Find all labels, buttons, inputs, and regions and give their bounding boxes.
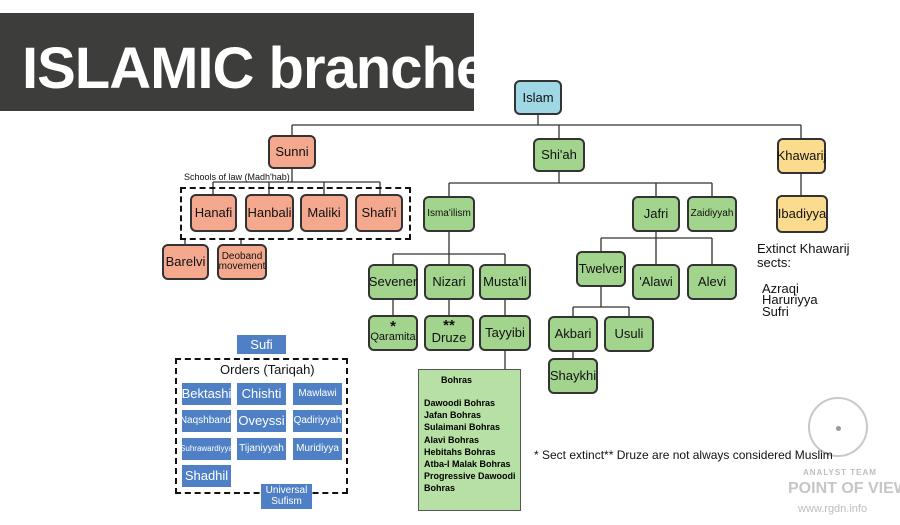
node-islam: Islam	[514, 80, 562, 115]
orders-label: Orders (Tariqah)	[220, 362, 315, 377]
node-alawi: 'Alawi	[632, 264, 680, 300]
watermark-line3: www.rgdn.info	[798, 503, 868, 515]
node-deoband: Deoband movement	[217, 244, 267, 280]
node-shafii: Shafi'i	[355, 194, 403, 232]
extinct-sect-item: Sufri	[762, 304, 789, 319]
bohras-item: Dawoodi Bohras	[424, 398, 496, 408]
sufi-order: Bektashi	[182, 383, 231, 405]
node-druze-label: Druze	[431, 330, 467, 346]
node-mustali: Musta'li	[479, 264, 531, 300]
extinct-khawarij-heading: Extinct Khawarij sects:	[757, 241, 850, 270]
schools-of-law-group	[180, 187, 411, 240]
node-zaidiyyah: Zaidiyyah	[687, 196, 737, 232]
node-alevi: Alevi	[687, 264, 737, 300]
node-sevener: Sevener	[368, 264, 418, 300]
node-nizari: Nizari	[424, 264, 474, 300]
node-akbari: Akbari	[548, 316, 598, 352]
node-tayyibi: Tayyibi	[479, 315, 531, 351]
node-barelvi: Barelvi	[162, 244, 209, 280]
extinct-sect-item: Azraqi	[762, 281, 799, 296]
node-qaramita: * Qaramita	[368, 315, 418, 351]
sufi-order: Qadiriyyah	[293, 410, 342, 432]
node-druze: ** Druze	[424, 315, 474, 351]
sufi-order: Chishti	[237, 383, 286, 405]
bohras-item: Alavi Bohras	[424, 434, 480, 445]
watermark-dot	[836, 426, 841, 431]
bohras-item: Hebitahs Bohras	[424, 446, 496, 457]
node-jafri: Jafri	[632, 196, 680, 232]
extinct-mark: *	[390, 317, 396, 335]
node-sunni: Sunni	[268, 135, 316, 169]
node-twelver: Twelver	[576, 251, 626, 287]
sufi-order: Suhrawardiyya	[180, 438, 233, 460]
sufi-order: Muridiyya	[293, 438, 342, 460]
node-maliki: Maliki	[300, 194, 348, 232]
node-universal-sufism: Universal Sufism	[261, 484, 312, 509]
node-hanbali: Hanbali	[245, 194, 294, 232]
bohras-item: Progressive Dawoodi Bohras	[424, 471, 516, 494]
node-usuli: Usuli	[604, 316, 654, 352]
node-qaramita-label: Qaramita	[370, 331, 416, 344]
bohras-item: Sulaimani Bohras	[424, 422, 501, 433]
watermark-circle	[808, 397, 868, 457]
sufi-order: Oveyssi	[237, 410, 286, 432]
sufi-order: Tijaniyyah	[237, 438, 286, 460]
node-ibadiyya: Ibadiyya	[776, 195, 828, 233]
sufi-order: Naqshbandi	[180, 410, 233, 432]
node-shaykhi: Shaykhi	[548, 358, 598, 394]
bohras-list: Bohras Dawoodi Bohras Jafan Bohras Sulai…	[418, 369, 521, 511]
watermark-line2: POINT OF VIEW	[788, 480, 900, 497]
druze-mark: **	[443, 316, 455, 334]
schools-of-law-label: Schools of law (Madh'hab)	[184, 172, 290, 182]
bohras-title: Bohras	[441, 375, 473, 385]
watermark-line1: ANALYST TEAM	[803, 468, 877, 477]
node-khawarij: Khawarij	[777, 138, 826, 174]
sufi-order: Shadhil	[182, 465, 231, 487]
title-banner: ISLAMIC branches	[0, 13, 519, 111]
sufi-order: Mawlawi	[293, 383, 342, 405]
node-ismailism: Isma'ilism	[423, 196, 475, 232]
page-title: ISLAMIC branches	[22, 36, 519, 101]
footnote: * Sect extinct** Druze are not always co…	[534, 448, 833, 462]
node-shiah: Shi'ah	[533, 138, 585, 172]
bohras-item: Jafan Bohras	[424, 410, 482, 421]
extinct-sect-item: Haruriyya	[762, 292, 818, 307]
node-sufi: Sufi	[237, 335, 286, 354]
node-hanafi: Hanafi	[190, 194, 237, 232]
bohras-item: Atba-I Malak Bohras	[424, 459, 511, 470]
